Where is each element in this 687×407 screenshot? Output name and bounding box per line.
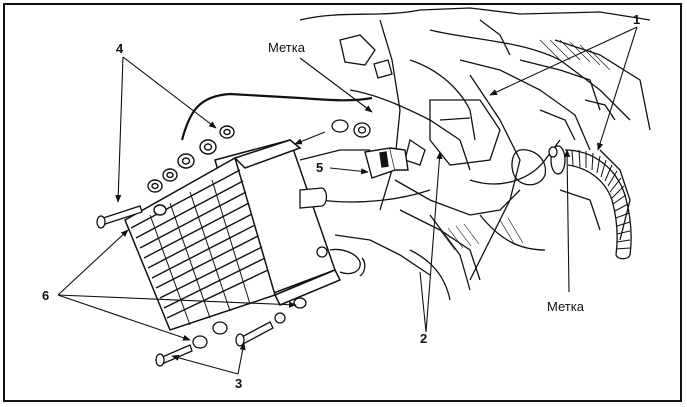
- bolts: [96, 205, 307, 367]
- sensor-wire: [180, 92, 373, 141]
- hose-clamp: [548, 145, 566, 175]
- radiator-outlet: [299, 187, 366, 277]
- callout-3: 3: [235, 376, 242, 391]
- label-mark-top: Метка: [268, 40, 306, 55]
- callout-2: 2: [420, 331, 427, 346]
- radiator-grille: [149, 179, 251, 326]
- washers: [147, 125, 235, 216]
- engine-frame: [299, 7, 651, 301]
- callout-1: 1: [633, 12, 640, 27]
- figure-frame: [3, 3, 682, 402]
- callout-6: 6: [42, 288, 49, 303]
- callout-4: 4: [116, 41, 124, 56]
- engine-hatching: [439, 39, 611, 251]
- sensor-connector: [364, 147, 409, 179]
- callout-5: 5: [316, 160, 323, 175]
- leader-lines: [57, 26, 638, 375]
- corrugated-hose: [564, 149, 632, 260]
- label-mark-bottom: Метка: [547, 299, 585, 314]
- radiator: [124, 139, 342, 331]
- upper-clamp: [331, 59, 393, 138]
